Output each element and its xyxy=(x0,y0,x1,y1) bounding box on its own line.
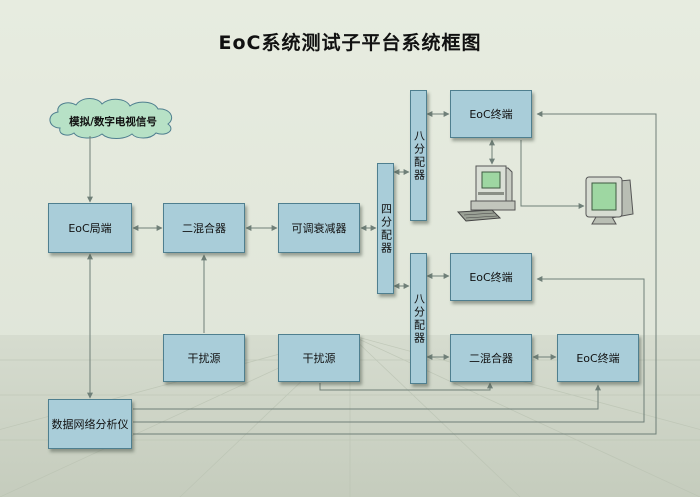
signal-cloud-icon xyxy=(49,98,173,139)
attenuator-node: 可调衰减器 xyxy=(278,203,360,253)
splitter4-node: 四分配器 xyxy=(377,163,394,294)
network-analyzer-node: 数据网络分析仪 xyxy=(48,399,132,449)
page-title: EoC系统测试子平台系统框图 xyxy=(218,32,482,54)
eoc-head-node: EoC局端 xyxy=(48,203,132,253)
interference-node-a: 干扰源 xyxy=(163,334,245,382)
signal-source-label: 模拟/数字电视信号 xyxy=(69,115,157,128)
splitter8-bottom-node: 八分配器 xyxy=(410,253,427,384)
mixer-node-b: 二混合器 xyxy=(450,334,532,382)
eoc-terminal-node-1: EoC终端 xyxy=(450,90,532,138)
eoc-terminal-node-3: EoC终端 xyxy=(557,334,639,382)
splitter8-top-node: 八分配器 xyxy=(410,90,427,221)
interference-node-b: 干扰源 xyxy=(278,334,360,382)
crt-monitor-icon xyxy=(585,176,634,225)
desktop-computer-icon xyxy=(456,165,516,222)
eoc-terminal-node-2: EoC终端 xyxy=(450,253,532,301)
mixer-node-a: 二混合器 xyxy=(163,203,245,253)
